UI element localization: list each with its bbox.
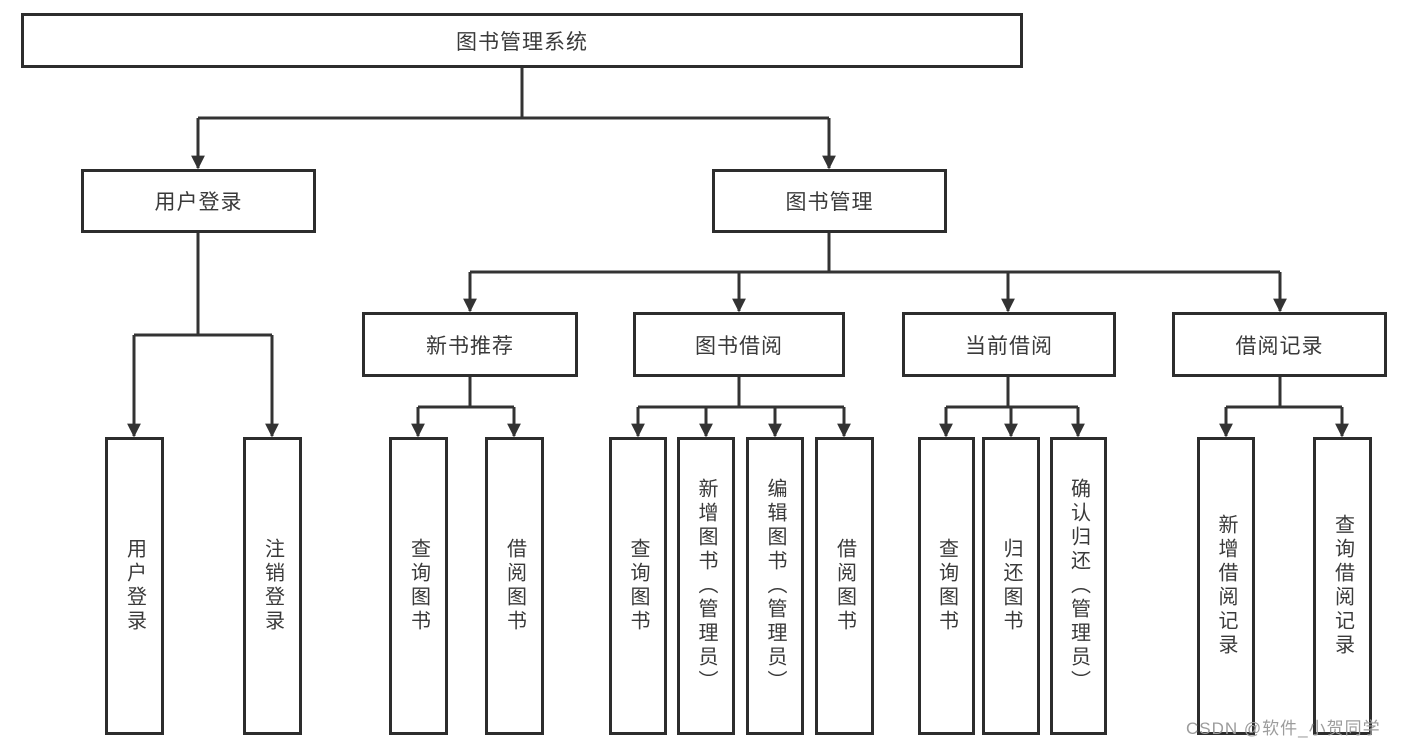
leaf-query-borrow-record: 查询借阅记录 — [1313, 437, 1372, 735]
node-label: 查询图书 — [407, 538, 430, 634]
leaf-edit-book-admin: 编辑图书（管理员） — [746, 437, 804, 735]
node-label: 查询借阅记录 — [1331, 514, 1354, 658]
node-label: 注销登录 — [261, 538, 284, 634]
leaf-user-login: 用户登录 — [105, 437, 164, 735]
node-label: 当前借阅 — [965, 334, 1053, 358]
leaf-query-book-2: 查询图书 — [609, 437, 667, 735]
node-new-book-rec: 新书推荐 — [362, 312, 578, 377]
connector-book-mgmt-bus — [470, 233, 1280, 274]
node-current-borrow: 当前借阅 — [902, 312, 1116, 377]
node-label: 用户登录 — [123, 538, 146, 634]
node-label: 借阅记录 — [1235, 334, 1324, 358]
node-label: 图书管理 — [785, 191, 874, 214]
node-root: 图书管理系统 — [21, 13, 1023, 68]
connector-root-bus — [198, 68, 829, 120]
node-label: 查询图书 — [627, 538, 649, 634]
leaf-query-book-3: 查询图书 — [918, 437, 975, 735]
node-label: 归还图书 — [1000, 538, 1022, 634]
leaf-add-book-admin: 新增图书（管理员） — [677, 437, 735, 735]
leaf-add-borrow-record: 新增借阅记录 — [1197, 437, 1255, 735]
node-label: 借阅图书 — [833, 538, 856, 634]
node-label: 借阅图书 — [503, 538, 526, 634]
connector-borrow-records-bus — [1226, 377, 1342, 409]
leaf-borrow-book-2: 借阅图书 — [815, 437, 874, 735]
node-label: 新增图书（管理员） — [695, 478, 717, 694]
leaf-borrow-book-1: 借阅图书 — [485, 437, 544, 735]
node-label: 查询图书 — [935, 538, 958, 634]
connector-new-book-bus — [418, 377, 514, 409]
node-borrow-records: 借阅记录 — [1172, 312, 1387, 377]
node-label: 新增借阅记录 — [1215, 514, 1237, 658]
connector-current-borrow-bus — [946, 377, 1078, 409]
node-label: 图书借阅 — [695, 334, 783, 358]
leaf-query-book-1: 查询图书 — [389, 437, 448, 735]
node-label: 确认归还（管理员） — [1067, 478, 1090, 694]
leaf-confirm-return-admin: 确认归还（管理员） — [1050, 437, 1107, 735]
node-label: 用户登录 — [154, 191, 243, 214]
node-book-borrow: 图书借阅 — [633, 312, 845, 377]
node-book-mgmt: 图书管理 — [712, 169, 947, 233]
connector-user-login-bus — [134, 233, 272, 337]
node-user-login: 用户登录 — [81, 169, 316, 233]
leaf-logout: 注销登录 — [243, 437, 302, 735]
connector-book-borrow-bus — [638, 377, 844, 409]
leaf-return-book: 归还图书 — [982, 437, 1040, 735]
node-label: 编辑图书（管理员） — [764, 478, 786, 694]
watermark: CSDN @软件_小贺同学 — [1186, 719, 1381, 738]
node-label: 图书管理系统 — [456, 30, 588, 54]
node-label: 新书推荐 — [426, 334, 514, 358]
